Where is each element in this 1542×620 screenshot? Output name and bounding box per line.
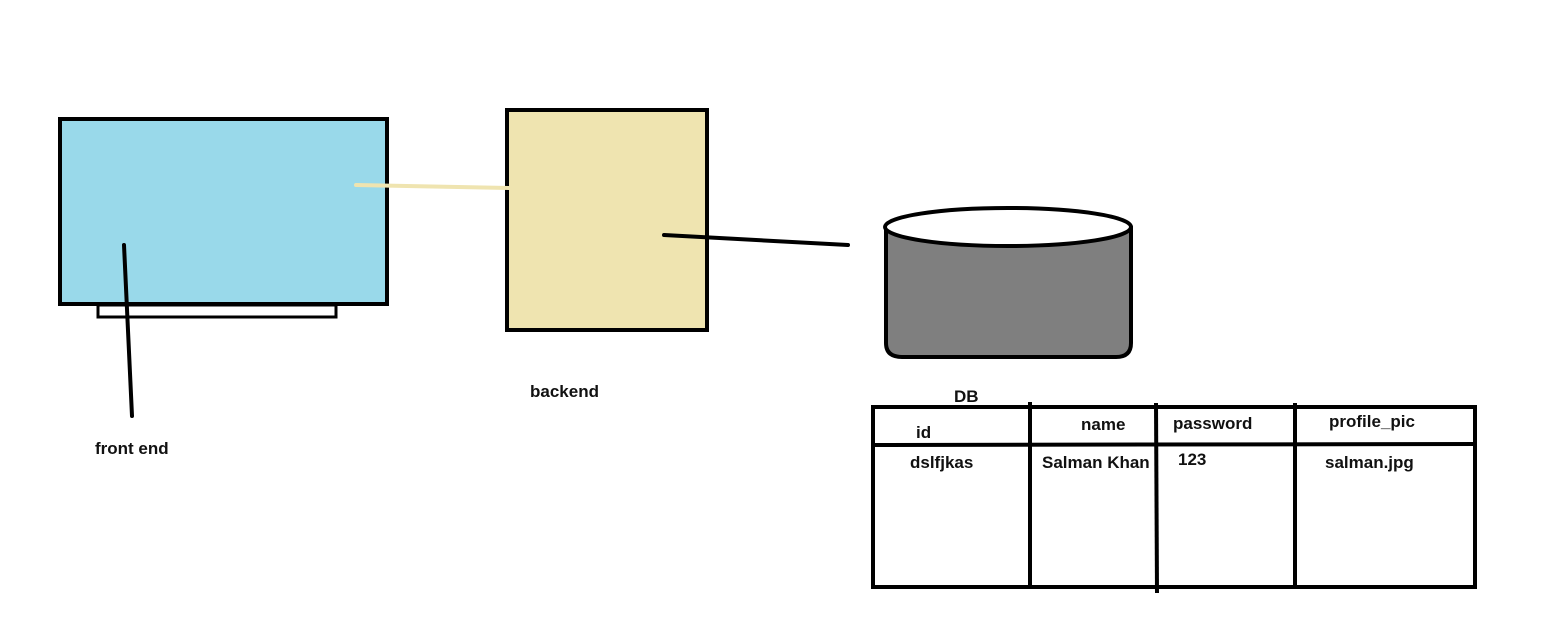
frontend-pointer-line — [122, 243, 134, 418]
backend-label: backend — [530, 382, 599, 401]
db-table-header-divider — [872, 442, 1478, 447]
table-header-profile-pic: profile_pic — [1329, 412, 1415, 431]
db-label: DB — [954, 387, 979, 406]
db-table-border — [871, 405, 1477, 589]
connector-backend-db — [662, 233, 850, 247]
table-cell-profile-pic: salman.jpg — [1325, 453, 1414, 472]
db-cylinder-body — [884, 225, 1133, 359]
frontend-label: front end — [95, 439, 169, 458]
backend-box — [505, 108, 709, 332]
table-cell-password: 123 — [1178, 450, 1207, 469]
db-cylinder — [883, 206, 1133, 359]
table-cell-name: Salman Khan — [1042, 453, 1150, 472]
table-header-password: password — [1173, 414, 1253, 433]
frontend-monitor — [58, 117, 389, 319]
monitor-screen — [58, 117, 389, 306]
monitor-stand — [96, 303, 338, 319]
table-header-id: id — [916, 423, 932, 442]
table-header-name: name — [1081, 415, 1126, 434]
table-cell-id: dslfjkas — [910, 453, 974, 472]
db-table-grid — [871, 402, 1478, 594]
connector-frontend-backend — [354, 183, 512, 190]
db-cylinder-top — [883, 206, 1133, 248]
db-table-col-divider — [1154, 402, 1159, 594]
